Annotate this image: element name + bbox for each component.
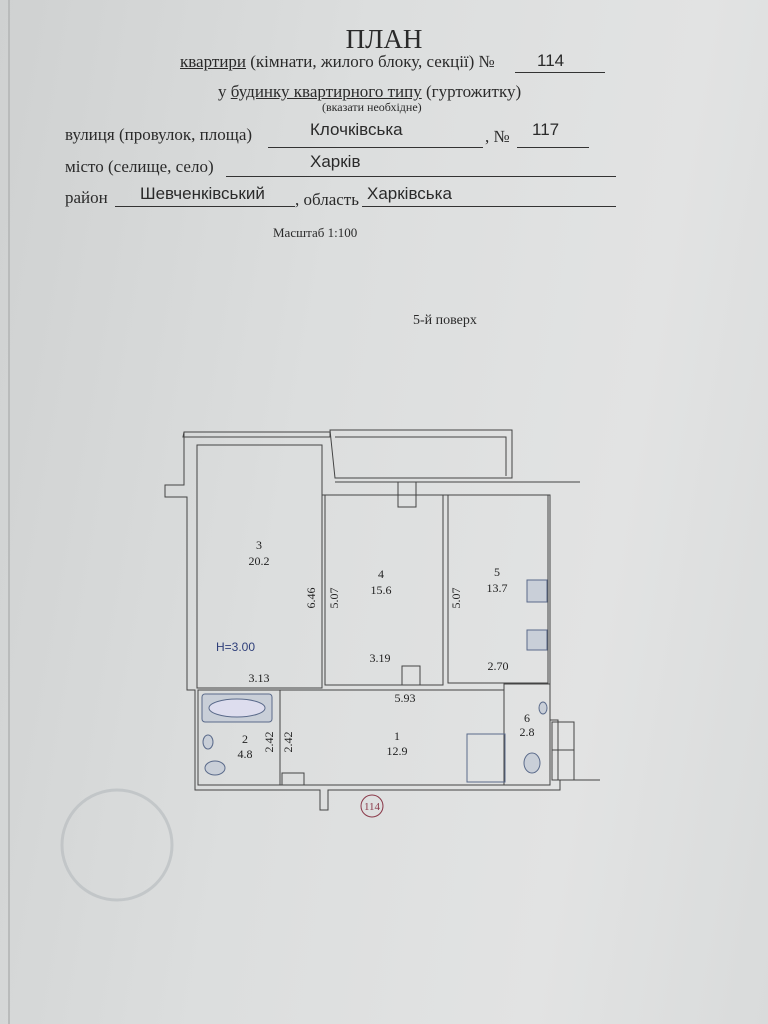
city-label: місто (селище, село) — [65, 157, 214, 176]
toilet-icon — [204, 760, 226, 776]
region-value: Харківська — [367, 184, 452, 203]
dim-room3-length: 6.46 — [304, 588, 318, 609]
room-6-area: 2.8 — [520, 725, 535, 739]
stamp — [60, 788, 174, 902]
region-label: , область — [295, 190, 359, 209]
floor-label: 5-й поверх — [413, 313, 477, 328]
dim-room3-width: 3.13 — [249, 671, 270, 685]
document-title: ПЛАН — [345, 24, 423, 54]
room-5-number: 5 — [494, 565, 500, 579]
dim-room1-length: 5.93 — [395, 691, 416, 705]
room-1-area: 12.9 — [387, 744, 408, 758]
apartment-marker-label: 114 — [364, 801, 381, 813]
room-1-number: 1 — [394, 729, 400, 743]
kitchen-sink-icon — [526, 629, 548, 651]
room-1-outline — [279, 689, 505, 786]
room-4-outline — [324, 494, 444, 686]
room-4-area: 15.6 — [371, 583, 392, 597]
city-value: Харків — [310, 152, 361, 171]
dim-room5-width: 2.70 — [488, 659, 509, 673]
stove-icon — [526, 579, 548, 603]
district-value: Шевченківський — [140, 184, 265, 203]
dim-room5-length: 5.07 — [449, 588, 463, 609]
dim-room1-width: 2.42 — [281, 732, 295, 753]
outer-wall-left — [164, 432, 600, 811]
page-fold — [8, 0, 10, 1024]
apartment-type: квартири — [180, 52, 247, 71]
balcony — [329, 429, 513, 479]
apartment-line: квартири (кімнати, жилого блоку, секції)… — [180, 52, 495, 72]
house-value: 117 — [532, 120, 560, 139]
room-4-number: 4 — [378, 567, 384, 581]
dim-room4-width: 3.19 — [370, 651, 391, 665]
room-5-area: 13.7 — [487, 581, 508, 595]
building-prefix: у — [218, 82, 227, 101]
room-3-outline — [196, 444, 323, 689]
apartment-type-options: (кімнати, жилого блоку, секції) № — [250, 52, 495, 71]
district-label: район — [65, 188, 108, 207]
room-3-area: 20.2 — [249, 554, 270, 568]
outer-wall — [182, 431, 331, 438]
room-6-number: 6 — [524, 711, 530, 725]
room-2-area: 4.8 — [238, 747, 253, 761]
cabinet-icon — [466, 733, 506, 783]
toilet-icon — [523, 752, 541, 774]
room-2-number: 2 — [242, 732, 248, 746]
ceiling-height: H=3.00 — [216, 640, 255, 654]
apartment-number: 114 — [537, 51, 565, 70]
room-5-outline — [447, 494, 549, 684]
sink-icon — [202, 734, 214, 750]
sink-icon — [538, 701, 548, 715]
house-label: , № — [485, 127, 510, 146]
dim-room2-width: 2.42 — [262, 732, 276, 753]
building-type: будинку квартирного типу — [230, 82, 422, 101]
building-line: у будинку квартирного типу (гуртожитку) — [218, 82, 521, 102]
scale-label: Масштаб 1:100 — [273, 225, 358, 240]
building-note: (вказати необхідне) — [322, 100, 422, 114]
dim-room4-length: 5.07 — [327, 588, 341, 609]
building-type-alt: (гуртожитку) — [425, 82, 522, 101]
street-label: вулиця (провулок, площа) — [65, 125, 253, 144]
room-3-number: 3 — [256, 538, 262, 552]
apartment-marker — [360, 794, 384, 818]
street-value: Клочківська — [310, 120, 403, 139]
